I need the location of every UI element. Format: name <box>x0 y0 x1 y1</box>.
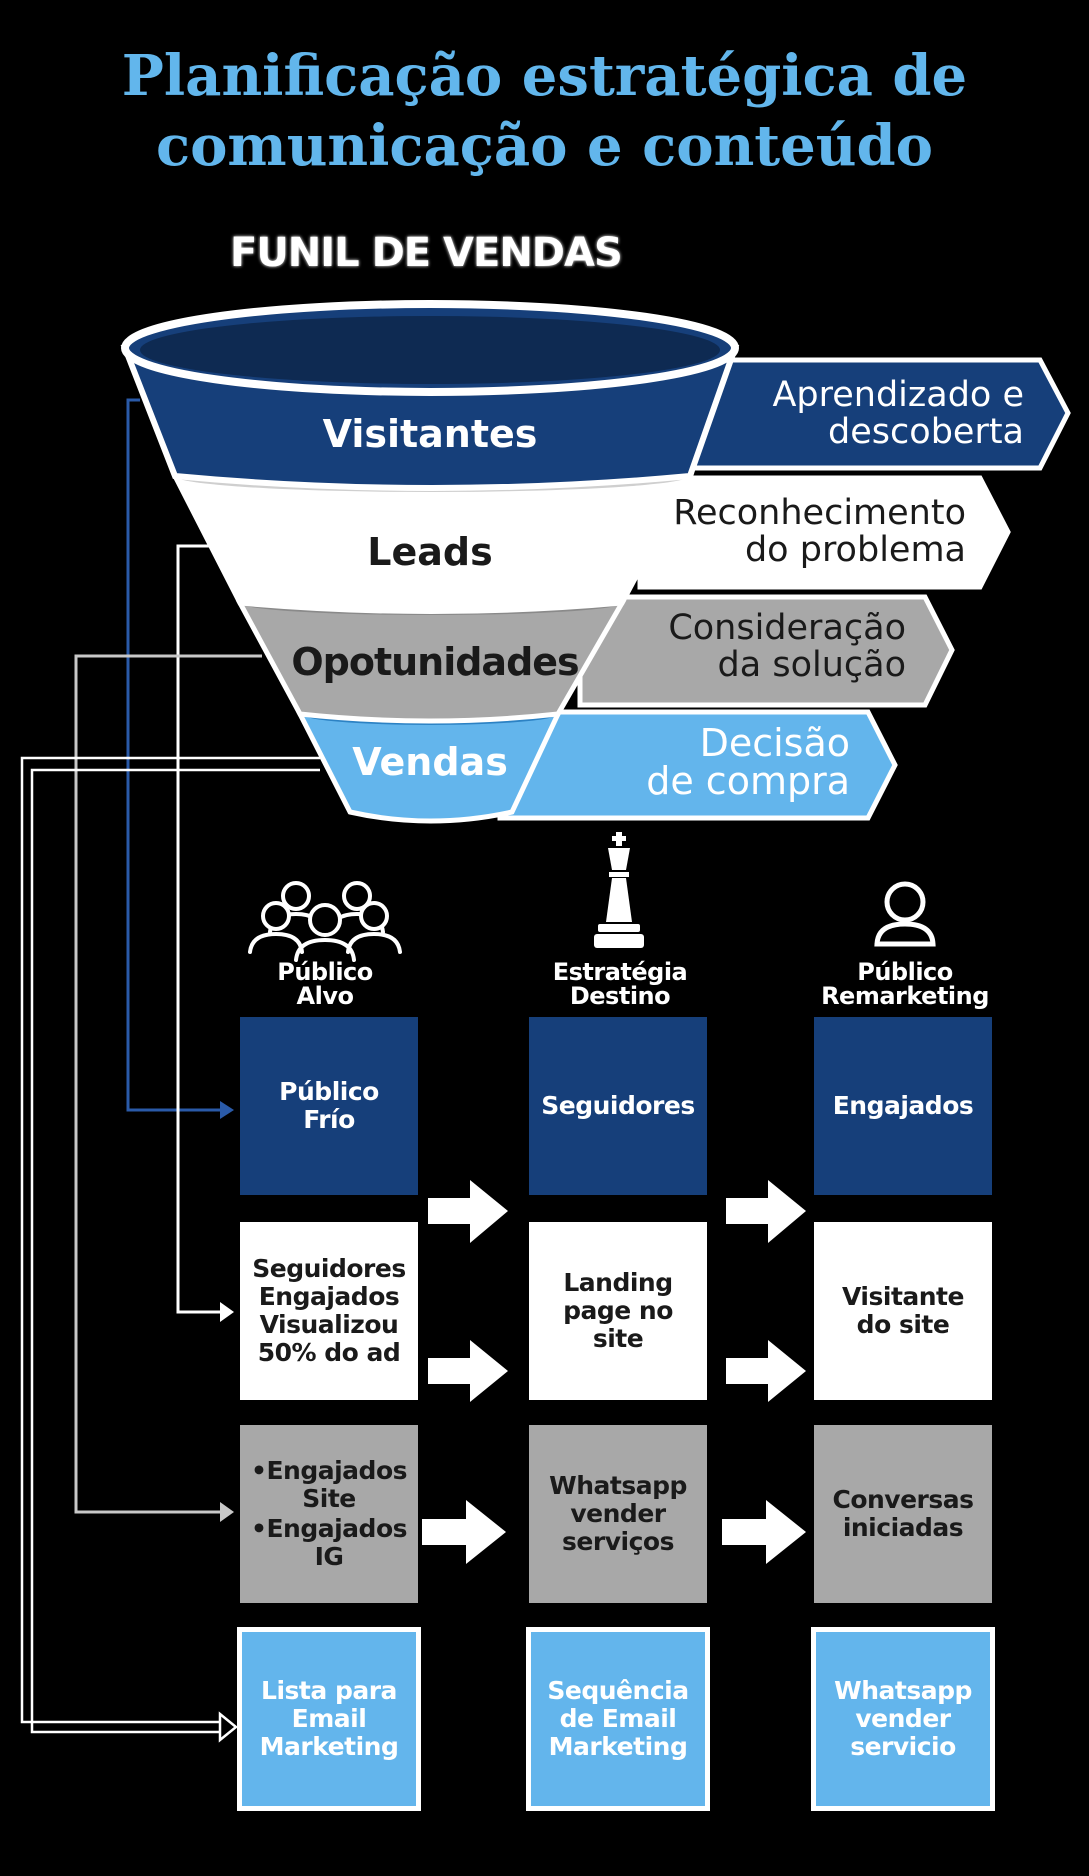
cell-lista-email: Lista para Email Marketing <box>237 1627 421 1811</box>
cell-sequencia-email: Sequência de Email Marketing <box>526 1627 710 1811</box>
stage-text-decisao: Decisão de compra <box>560 724 850 800</box>
funnel-label-vendas: Vendas <box>352 740 508 784</box>
cell-seguidores: Seguidores <box>529 1017 707 1195</box>
column-header-line: Público <box>277 958 373 986</box>
stage-text-line: Aprendizado e <box>772 375 1024 415</box>
stage-text-line: do problema <box>744 530 966 570</box>
stage-text-line: de compra <box>646 759 850 803</box>
right-arrow-icon <box>422 1180 806 1564</box>
stage-text-line: Decisão <box>699 721 850 765</box>
cell-text: Seguidores <box>541 1091 695 1120</box>
cell-text: Landing page no site <box>563 1268 673 1353</box>
person-icon <box>874 881 936 947</box>
column-header-publico-alvo: Público Alvo <box>230 960 420 1008</box>
stage-text-line: da solução <box>717 645 906 685</box>
cell-text: Visitante do site <box>842 1282 964 1339</box>
stage-text-reconhecimento: Reconhecimento do problema <box>640 495 966 569</box>
cell-engajados-site-ig: •Engajados Site •Engajados IG <box>240 1425 418 1603</box>
connector-arrowhead-4 <box>218 1711 238 1743</box>
chess-king-icon <box>594 832 644 948</box>
column-header-remarketing: Público Remarketing <box>800 960 1010 1008</box>
cell-text: Whatsapp vender serviços <box>549 1471 687 1556</box>
cell-text: Conversas iniciadas <box>832 1485 974 1542</box>
cell-engajados: Engajados <box>814 1017 992 1195</box>
cell-publico-frio: Público Frío <box>240 1017 418 1195</box>
bullet-item: •Engajados Site <box>250 1456 408 1513</box>
connector-line-visitantes <box>126 398 220 1112</box>
page-title-line-1: Planificação estratégica de <box>121 43 968 109</box>
connector-arrowhead-1 <box>220 1101 234 1119</box>
bullet-item: •Engajados IG <box>250 1514 408 1571</box>
cell-conversas-iniciadas: Conversas iniciadas <box>814 1425 992 1603</box>
stage-text-aprendizado: Aprendizado e descoberta <box>700 377 1024 451</box>
cell-text: Sequência de Email Marketing <box>547 1676 689 1761</box>
cell-landing-page: Landing page no site <box>529 1222 707 1400</box>
stage-text-line: Reconhecimento <box>673 493 966 533</box>
cell-seguidores-engajados: Seguidores Engajados Visualizou 50% do a… <box>240 1222 418 1400</box>
cell-text: Seguidores Engajados Visualizou 50% do a… <box>252 1254 406 1367</box>
column-header-line: Público <box>857 958 953 986</box>
bullet-list: •Engajados Site •Engajados IG <box>250 1456 408 1571</box>
column-header-line: Alvo <box>296 982 354 1010</box>
funnel-label-leads: Leads <box>367 530 493 574</box>
cell-text: Público Frío <box>279 1077 379 1134</box>
group-icon <box>248 881 402 962</box>
column-header-line: Estratégia <box>552 958 688 986</box>
connector-line-leads <box>176 544 220 1314</box>
funnel-visitantes <box>120 300 740 491</box>
cell-visitante-site: Visitante do site <box>814 1222 992 1400</box>
cell-whatsapp-servicos: Whatsapp vender serviços <box>529 1425 707 1603</box>
funnel-label-visitantes: Visitantes <box>322 412 538 456</box>
funnel-subtitle: FUNIL DE VENDAS <box>230 230 623 276</box>
stage-text-line: Consideração <box>668 608 906 648</box>
cell-text: Whatsapp vender servicio <box>834 1676 972 1761</box>
connector-arrowhead-3 <box>220 1502 234 1522</box>
cell-text: Engajados <box>832 1091 974 1120</box>
column-header-line: Remarketing <box>821 982 989 1010</box>
funnel-label-oportunidades: Opotunidades <box>291 640 579 684</box>
cell-text: Lista para Email Marketing <box>259 1676 399 1761</box>
page-title-line-2: comunicação e conteúdo <box>155 113 934 179</box>
stage-text-consideracao: Consideração da solução <box>600 610 906 684</box>
column-header-estrategia: Estratégia Destino <box>520 960 720 1008</box>
connector-line-oportunidades <box>74 654 262 1514</box>
stage-arrow-3 <box>577 594 955 708</box>
stage-text-line: descoberta <box>828 412 1024 452</box>
connector-line-vendas <box>20 756 320 1734</box>
connector-arrowhead-2 <box>220 1302 234 1322</box>
cell-whatsapp-servicio: Whatsapp vender servicio <box>811 1627 995 1811</box>
column-header-line: Destino <box>569 982 671 1010</box>
